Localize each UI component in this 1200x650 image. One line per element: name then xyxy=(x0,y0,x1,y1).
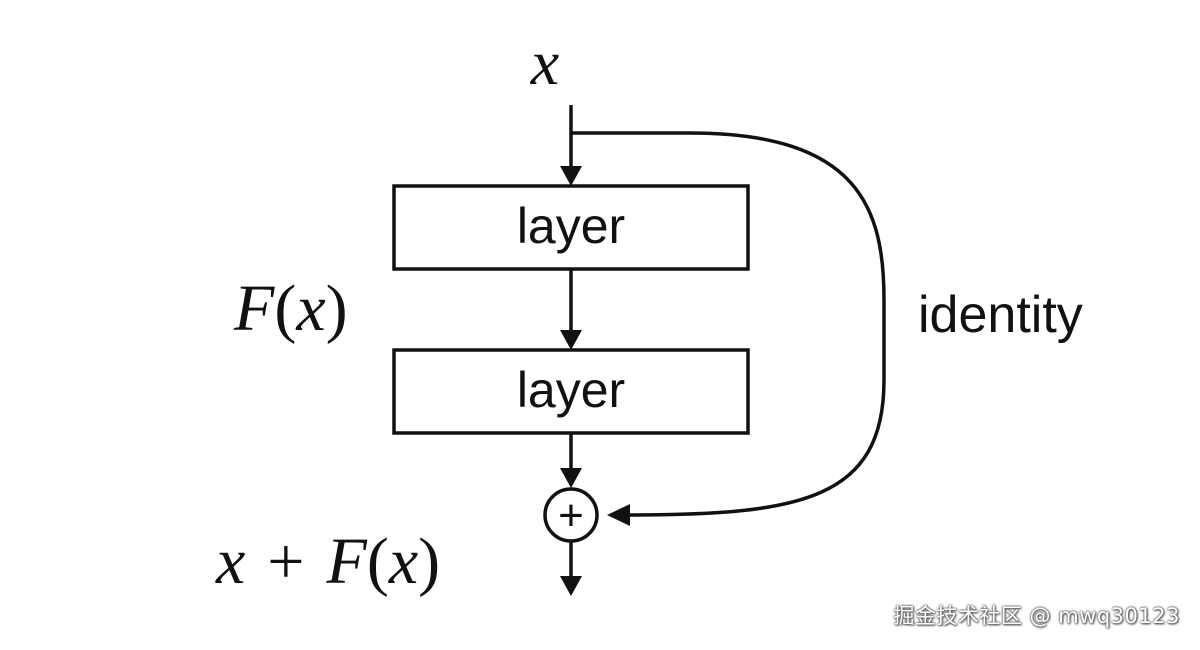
sum-input-arrowhead xyxy=(560,468,582,488)
input-arrowhead xyxy=(560,166,582,186)
output-arrowhead xyxy=(560,576,582,596)
output-x: x xyxy=(215,525,245,598)
layer-2-label: layer xyxy=(517,362,625,418)
output-label: x+F(x) xyxy=(215,525,440,598)
output-arg: x xyxy=(388,525,418,598)
watermark: 掘金技术社区 @ mwq30123 xyxy=(893,604,1180,628)
layer-connection-arrowhead xyxy=(560,330,582,350)
output-plus: + xyxy=(267,525,304,598)
function-name: F xyxy=(233,272,275,345)
function-open-paren: ( xyxy=(274,272,296,345)
identity-connection xyxy=(571,131,886,517)
layer-1-box xyxy=(392,184,750,271)
output-open-paren: ( xyxy=(367,525,389,598)
function-arg: x xyxy=(295,272,325,345)
output-function-name: F xyxy=(326,525,368,598)
function-label: F(x) xyxy=(233,272,348,345)
input-label: x xyxy=(530,27,559,98)
sum-symbol: + xyxy=(558,491,584,540)
layer-1-label: layer xyxy=(517,198,625,254)
function-close-paren: ) xyxy=(326,272,348,345)
identity-label: identity xyxy=(918,286,1083,344)
layer-2-box xyxy=(392,348,750,435)
identity-arrowhead xyxy=(607,504,630,526)
output-close-paren: ) xyxy=(418,525,440,598)
